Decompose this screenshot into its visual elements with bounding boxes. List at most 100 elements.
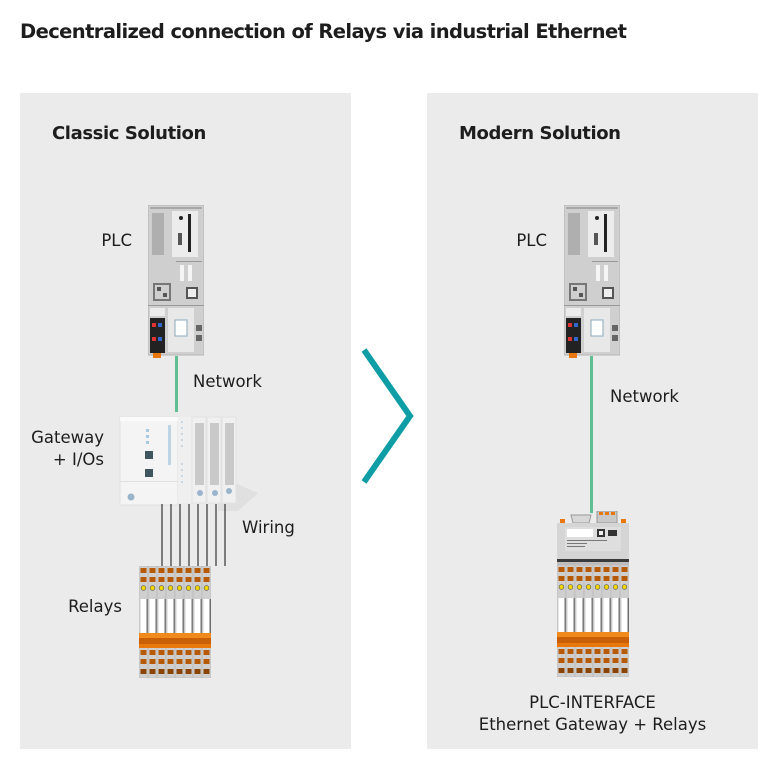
modern-device-label-line1: PLC-INTERFACE <box>529 693 656 712</box>
modern-terminal-bottom-1 <box>621 649 628 654</box>
classic-terminal-bottom-3 <box>149 669 156 674</box>
modern-led-indicator <box>621 584 628 590</box>
modern-terminal-bottom-1 <box>603 649 610 654</box>
classic-led-indicator <box>167 585 174 591</box>
modern-terminal-bottom-1 <box>594 649 601 654</box>
classic-terminal-bottom-3 <box>176 669 183 674</box>
modern-terminal-top-1 <box>576 567 583 572</box>
modern-led-indicator <box>603 584 610 590</box>
modern-terminal-bottom-2 <box>576 658 583 663</box>
modern-terminal-bottom-1 <box>612 649 619 654</box>
modern-relay-label-strip <box>585 598 592 632</box>
classic-terminal-bottom-3 <box>185 669 192 674</box>
modern-plc-device <box>564 205 620 358</box>
classic-relay-block <box>139 566 211 678</box>
modern-relay-label-strip <box>558 598 565 632</box>
classic-wiring-label: Wiring <box>242 518 295 537</box>
classic-relay-label-strip <box>149 599 156 633</box>
classic-terminal-bottom-1 <box>185 650 192 655</box>
classic-terminal-top-2 <box>194 577 201 582</box>
classic-solution-panel: Classic Solution PLC Network Gateway + I… <box>20 93 351 749</box>
modern-terminal-bottom-1 <box>567 649 574 654</box>
classic-terminal-bottom-2 <box>140 659 147 664</box>
classic-plc-device <box>148 205 204 358</box>
classic-led-indicator <box>140 585 147 591</box>
modern-terminal-bottom-2 <box>603 658 610 663</box>
classic-terminal-bottom-3 <box>158 669 165 674</box>
classic-terminal-bottom-1 <box>140 650 147 655</box>
classic-terminal-bottom-2 <box>203 659 210 664</box>
modern-terminal-bottom-2 <box>621 658 628 663</box>
modern-relay-label-strip <box>576 598 583 632</box>
chevron-right-icon <box>361 348 414 484</box>
modern-terminal-bottom-1 <box>576 649 583 654</box>
classic-led-indicator <box>185 585 192 591</box>
modern-terminal-top-2 <box>612 576 619 581</box>
modern-network-cable <box>590 356 593 513</box>
modern-terminal-bottom-2 <box>612 658 619 663</box>
classic-terminal-bottom-1 <box>158 650 165 655</box>
modern-terminal-bottom-2 <box>558 658 565 663</box>
classic-terminal-bottom-2 <box>167 659 174 664</box>
modern-terminal-bottom-2 <box>567 658 574 663</box>
classic-relay-label-strip <box>158 599 165 633</box>
modern-led-indicator <box>558 584 565 590</box>
classic-terminal-bottom-2 <box>176 659 183 664</box>
modern-terminal-bottom-3 <box>603 668 610 673</box>
modern-terminal-bottom-3 <box>585 668 592 673</box>
classic-terminal-top-2 <box>140 577 147 582</box>
modern-device-label-line2: Ethernet Gateway + Relays <box>478 715 707 734</box>
modern-terminal-bottom-3 <box>594 668 601 673</box>
classic-terminal-bottom-1 <box>203 650 210 655</box>
classic-gateway-label-line2: + I/Os <box>52 450 104 469</box>
classic-gateway-label-line1: Gateway <box>31 428 104 447</box>
modern-terminal-bottom-3 <box>576 668 583 673</box>
classic-led-indicator <box>194 585 201 591</box>
classic-led-indicator <box>176 585 183 591</box>
modern-terminal-bottom-3 <box>567 668 574 673</box>
classic-terminal-top-1 <box>158 568 165 573</box>
classic-terminal-bottom-2 <box>194 659 201 664</box>
classic-terminal-top-1 <box>167 568 174 573</box>
classic-terminal-bottom-3 <box>194 669 201 674</box>
modern-network-label: Network <box>610 387 679 406</box>
modern-terminal-top-2 <box>558 576 565 581</box>
classic-terminal-bottom-1 <box>149 650 156 655</box>
classic-gateway-io-device <box>119 416 258 511</box>
modern-led-indicator <box>576 584 583 590</box>
modern-relay-block <box>557 565 629 677</box>
modern-plc-label: PLC <box>516 231 547 250</box>
modern-terminal-top-1 <box>585 567 592 572</box>
modern-terminal-top-2 <box>576 576 583 581</box>
modern-terminal-bottom-2 <box>594 658 601 663</box>
classic-terminal-top-2 <box>185 577 192 582</box>
modern-terminal-top-1 <box>594 567 601 572</box>
classic-relay-label-strip <box>203 599 210 633</box>
modern-relay-label-strip <box>621 598 628 632</box>
modern-terminal-bottom-3 <box>558 668 565 673</box>
modern-terminal-top-1 <box>621 567 628 572</box>
classic-relay-label-strip <box>176 599 183 633</box>
classic-terminal-top-2 <box>149 577 156 582</box>
classic-relay-label-strip <box>167 599 174 633</box>
classic-terminal-bottom-2 <box>158 659 165 664</box>
modern-solution-heading: Modern Solution <box>459 123 621 144</box>
classic-terminal-bottom-3 <box>140 669 147 674</box>
classic-terminal-top-2 <box>203 577 210 582</box>
modern-led-indicator <box>612 584 619 590</box>
modern-relay-label-strip <box>594 598 601 632</box>
modern-relay-label-strip <box>603 598 610 632</box>
classic-terminal-top-1 <box>185 568 192 573</box>
classic-relay-label-strip <box>194 599 201 633</box>
modern-terminal-bottom-3 <box>621 668 628 673</box>
modern-solution-panel: Modern Solution PLC Network <box>427 93 758 749</box>
classic-solution-heading: Classic Solution <box>52 123 206 144</box>
classic-terminal-top-1 <box>149 568 156 573</box>
classic-network-label: Network <box>193 372 262 391</box>
modern-ethernet-gateway-head <box>557 511 629 565</box>
classic-wiring <box>161 504 226 566</box>
classic-terminal-bottom-2 <box>149 659 156 664</box>
classic-terminal-top-1 <box>194 568 201 573</box>
classic-terminal-top-1 <box>176 568 183 573</box>
classic-plc-label: PLC <box>101 231 132 250</box>
